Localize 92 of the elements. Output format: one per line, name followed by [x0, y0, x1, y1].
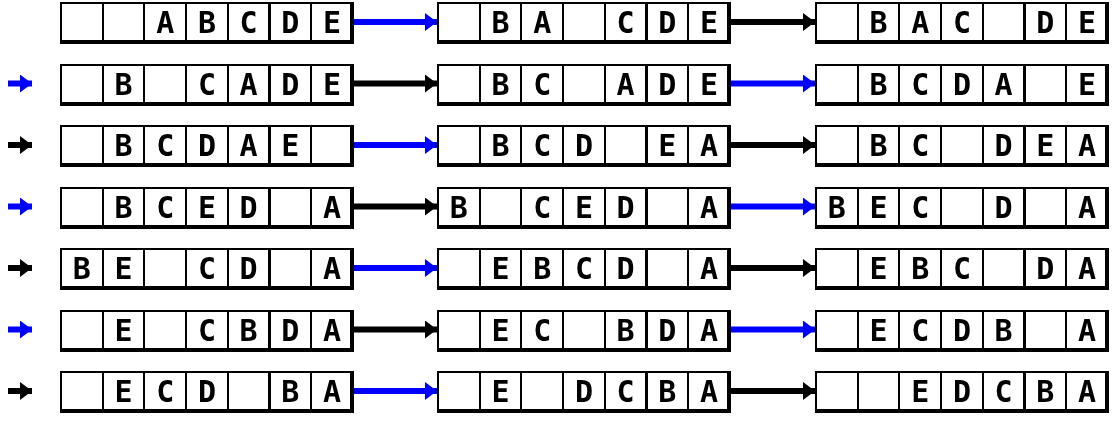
arrow	[8, 136, 32, 154]
arrow	[352, 197, 437, 216]
letter-cell: D	[1023, 248, 1068, 290]
arrow	[8, 197, 32, 216]
cell-strip	[60, 186, 352, 227]
letter-cell: E	[1065, 63, 1109, 106]
arrow	[352, 382, 437, 400]
cell-strip	[437, 2, 729, 42]
cell-strip	[437, 186, 729, 227]
letter-cell: D	[268, 309, 313, 352]
letter-cell: C	[226, 2, 271, 44]
letter-cell: A	[1065, 371, 1109, 413]
cell-strip	[437, 309, 729, 350]
arrow	[729, 197, 815, 216]
cell-strip	[815, 371, 1107, 411]
cell-strip	[60, 63, 352, 104]
letter-cell: E	[687, 63, 731, 106]
arrow	[729, 74, 815, 93]
letter-cell: D	[645, 309, 690, 352]
cell-strip	[815, 63, 1107, 104]
letter-cell: B	[645, 371, 690, 413]
letter-cell: D	[645, 2, 690, 44]
cell-strip	[60, 371, 352, 411]
letter-cell: B	[1023, 371, 1068, 413]
arrow	[729, 382, 815, 400]
letter-cell: A	[687, 125, 731, 167]
letter-cell: A	[687, 371, 731, 413]
letter-cell: D	[603, 186, 648, 229]
letter-cell: D	[981, 125, 1026, 167]
arrow	[352, 74, 437, 93]
letter-cell: D	[981, 186, 1026, 229]
cell-strip	[437, 63, 729, 104]
letter-cell: A	[310, 248, 354, 290]
letter-cell: A	[687, 248, 731, 290]
arrow	[8, 320, 32, 339]
letter-cell: D	[603, 248, 648, 290]
letter-cell: D	[268, 2, 313, 44]
letter-cell: E	[268, 125, 313, 167]
letter-cell: D	[226, 248, 271, 290]
letter-cell: A	[1065, 309, 1109, 352]
arrow	[352, 320, 437, 339]
letter-cell: D	[1023, 2, 1068, 44]
letter-cell: A	[1065, 248, 1109, 290]
cell-strip	[815, 125, 1107, 165]
letter-cell: A	[603, 63, 648, 106]
letter-cell: A	[310, 371, 354, 413]
letter-cell: E	[310, 2, 354, 44]
letter-cell: C	[981, 371, 1026, 413]
arrow	[729, 320, 815, 339]
letter-cell: B	[268, 371, 313, 413]
cell-strip	[815, 186, 1107, 227]
letter-cell: E	[310, 63, 354, 106]
cell-strip	[815, 248, 1107, 288]
arrow	[8, 382, 32, 400]
cell-strip	[60, 248, 352, 288]
cell-strip	[437, 125, 729, 165]
letter-cell: B	[226, 309, 271, 352]
letter-cell: A	[1065, 186, 1109, 229]
letter-cell: A	[1065, 125, 1109, 167]
arrow	[352, 13, 437, 31]
arrow	[8, 74, 32, 93]
letter-cell: E	[687, 2, 731, 44]
arrow	[352, 259, 437, 277]
letter-cell: A	[310, 186, 354, 229]
letter-cell: A	[226, 125, 271, 167]
letter-cell: B	[603, 309, 648, 352]
cell-strip	[815, 309, 1107, 350]
cell-strip	[60, 125, 352, 165]
letter-cell: D	[226, 186, 271, 229]
letter-cell: C	[603, 371, 648, 413]
letter-cell: A	[310, 309, 354, 352]
letter-cell: B	[981, 309, 1026, 352]
cell-strip	[60, 2, 352, 42]
cell-strip	[815, 2, 1107, 42]
letter-cell: E	[1065, 2, 1109, 44]
letter-cell: D	[268, 63, 313, 106]
cell-strip	[60, 309, 352, 350]
letter-cell: A	[226, 63, 271, 106]
cell-strip	[437, 371, 729, 411]
letter-cell: E	[645, 125, 690, 167]
letter-cell: E	[1023, 125, 1068, 167]
letter-cell: A	[981, 63, 1026, 106]
arrow	[729, 13, 815, 31]
letter-cell: D	[645, 63, 690, 106]
arrow	[729, 136, 815, 154]
arrow	[729, 259, 815, 277]
arrow	[8, 259, 32, 277]
letter-cell: C	[603, 2, 648, 44]
cell-strip	[437, 248, 729, 288]
arrow	[352, 136, 437, 154]
letter-cell: A	[687, 186, 731, 229]
letter-cell: A	[687, 309, 731, 352]
